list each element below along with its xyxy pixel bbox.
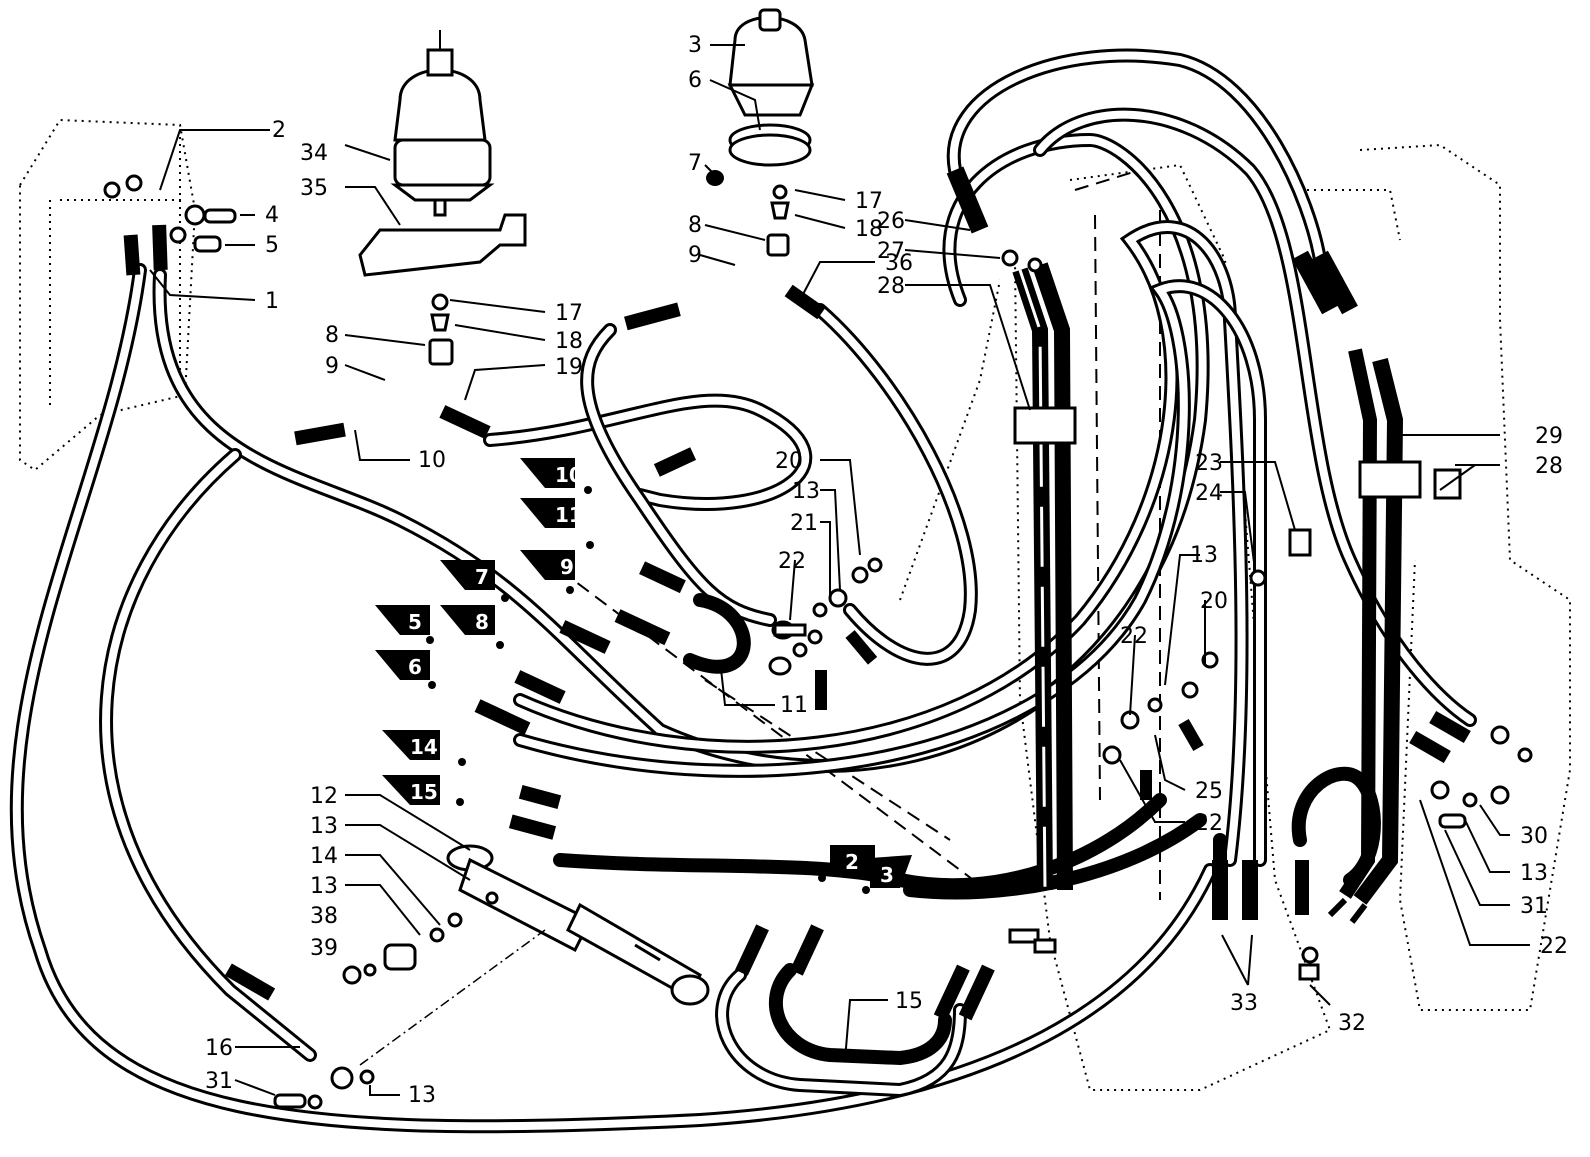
callout-16: 16 (205, 1036, 233, 1061)
callout-8: 8 (688, 213, 702, 238)
ref-label: 10 (555, 463, 583, 487)
callout-28: 28 (877, 274, 905, 299)
callout-17: 17 (855, 189, 883, 214)
callout-9: 9 (688, 243, 702, 268)
callout-28: 28 (1535, 454, 1563, 479)
callout-13: 13 (1520, 861, 1548, 886)
dash-dot-lines (359, 929, 546, 1066)
callout-38: 38 (310, 904, 338, 929)
callout-10: 10 (418, 448, 446, 473)
callout-25: 25 (1195, 779, 1223, 804)
callout-27: 27 (877, 239, 905, 264)
callout-19: 19 (555, 355, 583, 380)
accumulator-left (390, 30, 495, 217)
ref-flag-14: 14 (382, 730, 440, 760)
ref-flag-10: 10 (520, 458, 583, 488)
callout-31: 31 (1520, 894, 1548, 919)
callout-13: 13 (792, 479, 820, 504)
callout-26: 26 (877, 209, 905, 234)
callout-31: 31 (205, 1069, 233, 1094)
machine-frame-left (19, 118, 197, 472)
ref-flag-3: 3 (870, 855, 912, 888)
ref-label: 2 (845, 850, 859, 874)
callout-30: 30 (1520, 824, 1548, 849)
callout-29: 29 (1535, 424, 1563, 449)
ref-flag-15: 15 (382, 775, 440, 805)
callout-15: 15 (895, 989, 923, 1014)
callout-5: 5 (265, 233, 279, 258)
ref-label: 9 (560, 555, 574, 579)
callout-13: 13 (408, 1083, 436, 1108)
callout-4: 4 (265, 203, 279, 228)
ref-flag-5: 5 (375, 605, 430, 635)
small-parts (103, 174, 1533, 1110)
ref-label: 3 (880, 863, 894, 887)
hydraulic-cylinder (446, 844, 710, 1006)
ref-flag-9: 9 (520, 550, 575, 580)
leader-lines (149, 44, 1530, 1096)
ref-label: 5 (408, 610, 422, 634)
callout-13: 13 (310, 814, 338, 839)
machine-frame-center (899, 163, 1332, 1091)
callout-17: 17 (555, 301, 583, 326)
callout-6: 6 (688, 68, 702, 93)
ref-label: 15 (410, 780, 438, 804)
callout-12: 12 (310, 784, 338, 809)
accumulator-right (727, 8, 815, 117)
callout-14: 14 (310, 844, 338, 869)
callout-24: 24 (1195, 481, 1223, 506)
callout-3: 3 (688, 33, 702, 58)
mounting-bracket (358, 213, 527, 277)
callout-20: 20 (1200, 589, 1228, 614)
ref-label: 8 (475, 610, 489, 634)
callout-34: 34 (300, 141, 328, 166)
callout-20: 20 (775, 449, 803, 474)
connection-refs: 10 11 9 7 8 5 6 14 15 2 3 (375, 458, 912, 894)
ref-flag-2: 2 (830, 845, 875, 875)
callout-22: 22 (1120, 624, 1148, 649)
rigid-pipes (946, 166, 1404, 905)
callout-21: 21 (790, 511, 818, 536)
callout-8: 8 (325, 323, 339, 348)
ref-flag-6: 6 (375, 650, 430, 680)
callout-22: 22 (1195, 811, 1223, 836)
callout-36: 36 (885, 251, 913, 276)
ref-flag-11: 11 (520, 498, 583, 528)
ref-label: 6 (408, 655, 422, 679)
callout-23: 23 (1195, 451, 1223, 476)
callout-labels: 1 2 3 4 5 6 7 8 8 9 9 10 11 12 13 13 13 … (205, 33, 1568, 1108)
callout-1: 1 (265, 289, 279, 314)
callout-2: 2 (272, 118, 286, 143)
callout-35: 35 (300, 176, 328, 201)
machine-frame-right (1300, 143, 1571, 1011)
ref-flag-8: 8 (440, 605, 495, 635)
callout-7: 7 (688, 151, 702, 176)
callout-22: 22 (1540, 934, 1568, 959)
ref-flag-7: 7 (440, 560, 495, 590)
callout-13: 13 (1190, 543, 1218, 568)
callout-33: 33 (1230, 991, 1258, 1016)
callout-13: 13 (310, 874, 338, 899)
mounting-clamp (706, 123, 812, 186)
callout-18: 18 (855, 217, 883, 242)
callout-22: 22 (778, 549, 806, 574)
callout-9: 9 (325, 354, 339, 379)
callout-39: 39 (310, 936, 338, 961)
callout-18: 18 (555, 329, 583, 354)
callout-11: 11 (780, 693, 808, 718)
ref-label: 7 (475, 565, 489, 589)
ref-label: 14 (410, 735, 438, 759)
hose-fittings (123, 224, 1471, 1021)
callout-32: 32 (1338, 1011, 1366, 1036)
ref-label: 11 (555, 503, 583, 527)
